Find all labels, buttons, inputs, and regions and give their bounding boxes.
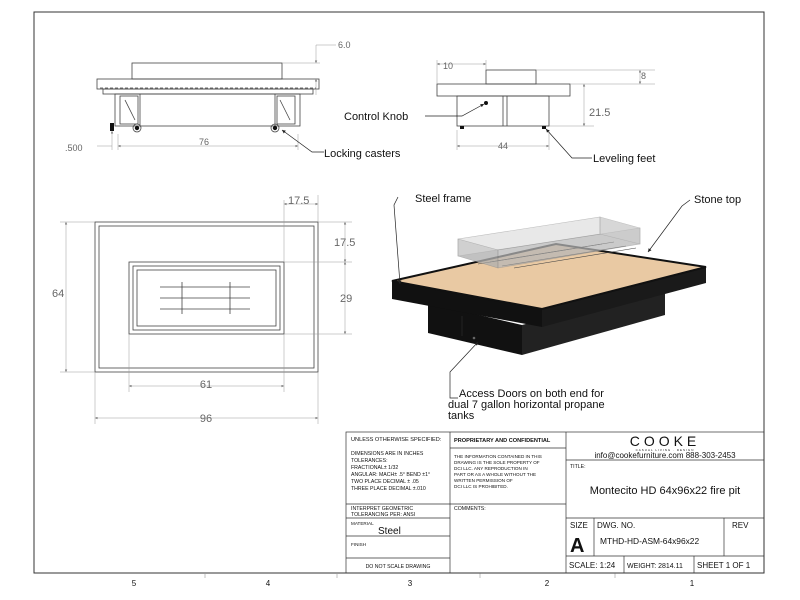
tb-finish-label: FINISH	[351, 542, 366, 547]
leader-locking-casters	[281, 129, 324, 153]
leader-stone-top	[647, 199, 691, 253]
front-view	[436, 69, 571, 127]
tb-interpret-2: TOLERANCING PER: ANSI	[351, 512, 415, 518]
company-sub: CASUAL LIVING · DESIGN	[636, 448, 695, 452]
title-block-grid	[345, 431, 765, 574]
company-contact: info@cookefurniture.com 888-303-2453	[594, 451, 736, 460]
tb-two-place: TWO PLACE DECIMAL ± .05	[351, 479, 419, 485]
tb-dims-in-inches: DIMENSIONS ARE IN INCHES	[351, 451, 424, 457]
tb-prop-line2: DRAWING IS THE SOLE PROPERTY OF	[454, 460, 540, 465]
tb-proprietary-title: PROPRIETARY AND CONFIDENTIAL	[454, 438, 551, 444]
dim-side-width: 76	[199, 137, 209, 147]
tb-size-label: SIZE	[570, 521, 588, 530]
dim-front-burner-offset: 10	[443, 61, 453, 71]
tb-material-value: Steel	[378, 526, 401, 537]
dim-plan-burner-height: 29	[340, 293, 352, 305]
tb-weight: WEIGHT: 2814.11	[627, 563, 683, 570]
dim-plan-burner-width: 61	[200, 379, 212, 391]
tb-tolerances: TOLERANCES:	[351, 458, 388, 464]
dim-plan-width: 96	[200, 413, 212, 425]
leader-control-knob	[425, 103, 485, 117]
callout-control-knob: Control Knob	[344, 111, 408, 123]
tb-interpret-1: INTERPRET GEOMETRIC	[351, 506, 413, 512]
callout-access-doors-line3: tanks	[448, 410, 475, 422]
leader-leveling-feet	[545, 128, 592, 159]
tb-angular: ANGULAR: MACH± .5° BEND ±1°	[351, 472, 430, 478]
tb-do-not-scale: DO NOT SCALE DRAWING	[366, 564, 431, 570]
tb-prop-line5: WRITTEN PERMISSION OF	[454, 478, 513, 483]
side-view	[96, 62, 320, 133]
tb-size-value: A	[570, 535, 584, 557]
zone-label-4: 4	[266, 579, 271, 588]
tb-prop-line6: DCI LLC IS PROHIBITED.	[454, 484, 508, 489]
front-view-dimension-lines	[436, 60, 655, 150]
callout-stone-top: Stone top	[694, 194, 741, 206]
tb-dwg-label: DWG. NO.	[597, 521, 635, 530]
dim-plan-height: 64	[52, 288, 64, 300]
tb-prop-line1: THE INFORMATION CONTAINED IN THIS	[454, 454, 542, 459]
zone-label-5: 5	[132, 579, 137, 588]
tb-three-place: THREE PLACE DECIMAL ±.010	[351, 486, 426, 492]
tb-material-label: MATERIAL	[351, 521, 374, 526]
dim-side-caster: .500	[65, 143, 83, 153]
zone-label-1: 1	[690, 579, 695, 588]
tb-comments-label: COMMENTS:	[454, 506, 486, 512]
callout-leveling-feet: Leveling feet	[593, 153, 655, 165]
dim-front-height: 21.5	[589, 107, 610, 119]
leader-access-doors	[449, 341, 479, 399]
tb-fractional: FRACTIONAL± 1/32	[351, 465, 398, 471]
tb-prop-line4: PART OR AS A WHOLE WITHOUT THE	[454, 472, 536, 477]
tb-dwg-value: MTHD-HD-ASM-64x96x22	[600, 536, 699, 546]
tb-title-label: TITLE:	[570, 464, 586, 470]
front-view-feet	[460, 101, 546, 129]
dim-front-top-height: 8	[641, 71, 646, 81]
dim-side-top-offset: 6.0	[338, 40, 351, 50]
side-view-casters	[110, 123, 278, 131]
callout-steel-frame: Steel frame	[415, 193, 471, 205]
side-view-dimension-lines	[97, 44, 336, 150]
tb-sheet: SHEET 1 OF 1	[697, 561, 751, 570]
leader-steel-frame	[393, 196, 402, 285]
tb-title-value: Montecito HD 64x96x22 fire pit	[590, 485, 740, 497]
callout-access-doors-line1: Access Doors on both end for	[459, 388, 604, 400]
plan-view-dimension-lines	[60, 195, 352, 424]
dim-plan-top-offset: 17.5	[334, 237, 355, 249]
isometric-view	[391, 216, 707, 355]
plan-view	[94, 221, 319, 373]
tb-scale: SCALE: 1:24	[569, 561, 616, 570]
tb-unless-specified: UNLESS OTHERWISE SPECIFIED:	[351, 437, 442, 443]
tb-rev-label: REV	[732, 521, 749, 530]
zone-label-3: 3	[408, 579, 413, 588]
dim-front-base-width: 44	[498, 141, 508, 151]
zone-markers	[204, 573, 616, 578]
zone-label-2: 2	[545, 579, 550, 588]
company-logo: COOKE	[630, 433, 701, 449]
tb-prop-line3: DCI LLC. ANY REPRODUCTION IN	[454, 466, 528, 471]
dim-plan-right-offset: 17.5	[288, 195, 309, 207]
callout-locking-casters: Locking casters	[324, 148, 401, 160]
callout-access-doors-line2: dual 7 gallon horizontal propane	[448, 399, 605, 411]
